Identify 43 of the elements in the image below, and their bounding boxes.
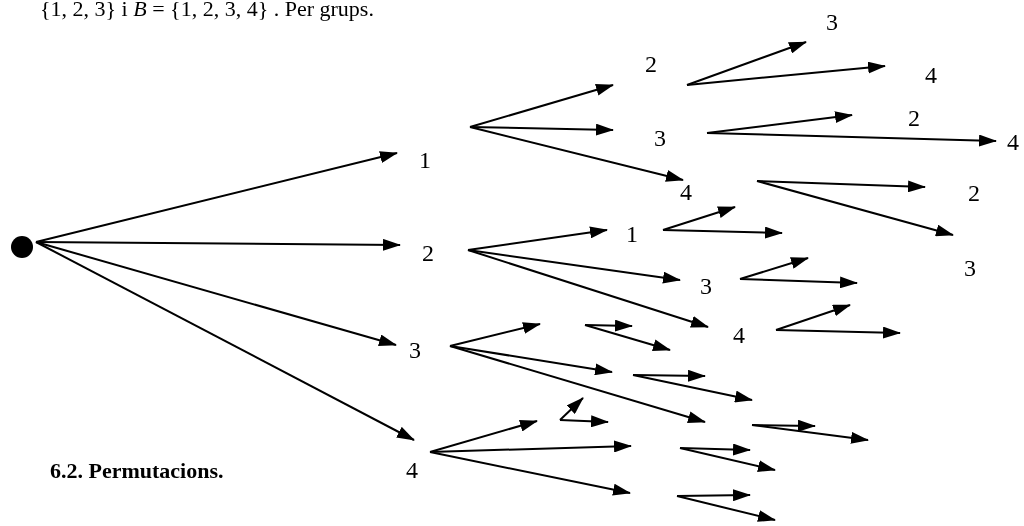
arrow — [686, 41, 807, 86]
number-label: 2 — [422, 241, 434, 265]
number-label: 4 — [925, 63, 937, 87]
arrow — [686, 61, 886, 86]
arrow — [662, 226, 783, 239]
arrow — [469, 84, 614, 128]
number-label: 3 — [964, 256, 976, 280]
arrow — [449, 322, 541, 347]
arrow — [756, 180, 954, 237]
arrow — [429, 451, 631, 496]
arrow — [469, 123, 614, 136]
text-line: {1, 2, 3} i B = {1, 2, 3, 4} . Per grups. — [40, 0, 374, 22]
number-label: 2 — [908, 106, 920, 130]
number-label: 1 — [626, 222, 638, 246]
number-label: 3 — [409, 338, 421, 362]
number-label: 4 — [733, 323, 745, 347]
number-label: 3 — [826, 10, 838, 34]
arrow — [739, 276, 858, 289]
number-label: 3 — [700, 274, 712, 298]
arrow — [706, 132, 997, 147]
number-label: 3 — [654, 126, 666, 150]
arrow — [449, 345, 706, 423]
number-label: 4 — [1007, 130, 1019, 154]
number-label: 2 — [968, 181, 980, 205]
root-dot — [11, 236, 33, 258]
arrow — [35, 241, 397, 347]
number-label: 1 — [419, 148, 431, 172]
arrow — [429, 419, 538, 453]
arrow — [467, 249, 681, 284]
arrow — [469, 126, 684, 182]
number-label: 4 — [406, 458, 418, 482]
arrow — [775, 304, 851, 331]
arrow — [35, 151, 398, 243]
arrow — [449, 345, 613, 376]
arrow — [775, 326, 901, 339]
arrow — [662, 206, 736, 231]
section-heading: 6.2. Permutacions. — [50, 458, 224, 484]
arrow — [467, 249, 709, 328]
number-label: 2 — [645, 52, 657, 76]
arrow — [739, 257, 809, 280]
number-label: 4 — [680, 180, 692, 204]
arrow — [35, 241, 415, 441]
arrow — [756, 180, 926, 193]
